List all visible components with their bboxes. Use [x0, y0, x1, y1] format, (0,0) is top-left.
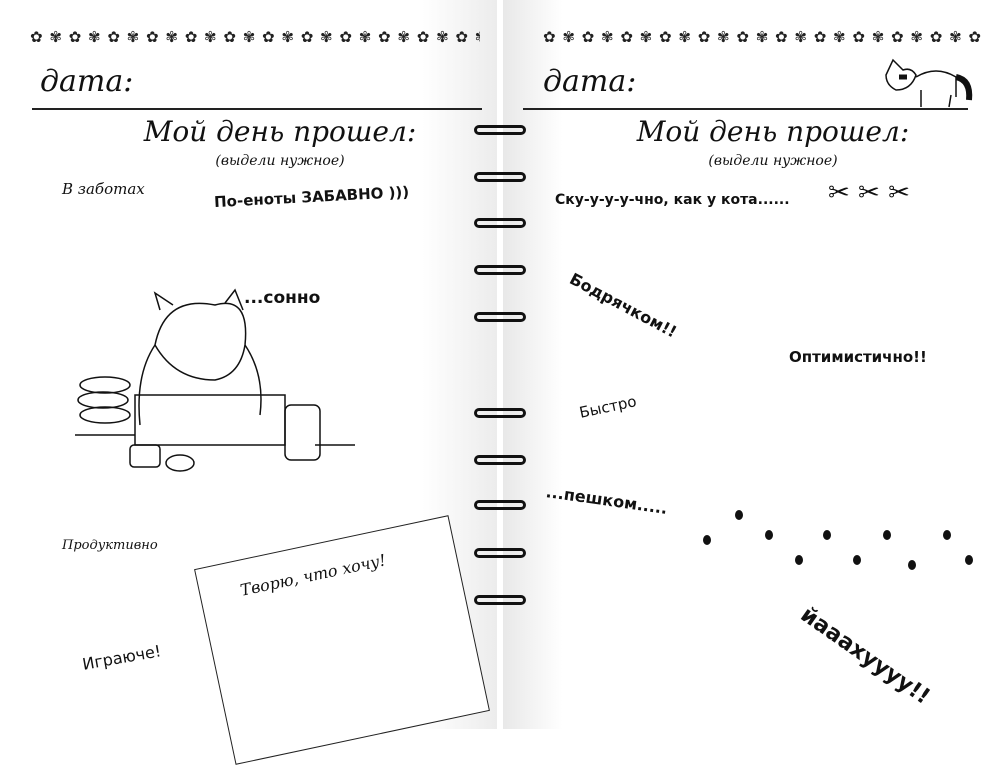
page-title: Мой день прошел: [143, 115, 417, 148]
mood-sleepy: ...сонно [244, 288, 321, 308]
date-line [523, 108, 968, 110]
mood-funny: По-еноты ЗАБАВНО ))) [213, 182, 410, 212]
date-label: дата: [40, 64, 134, 99]
raccoon-icon [885, 58, 973, 108]
page-subtitle: (выдели нужное) [215, 153, 345, 169]
flower-border: ✿ ✾ ✿ ✾ ✿ ✾ ✿ ✾ ✿ ✾ ✿ ✾ ✿ ✾ ✿ ✾ ✿ ✾ ✿ ✾ … [543, 28, 983, 46]
fish-bone-icons: ✂ ✂ ✂ [828, 178, 910, 208]
mood-optimistic: Оптимистично!! [789, 348, 927, 366]
page-subtitle: (выдели нужное) [708, 153, 838, 169]
mood-playful: Играюче! [80, 641, 163, 674]
date-line [32, 108, 482, 110]
mood-fast: Быстро [577, 392, 639, 422]
note-card: Творю, что хочу! [194, 515, 490, 765]
flower-border: ✿ ✾ ✿ ✾ ✿ ✾ ✿ ✾ ✿ ✾ ✿ ✾ ✿ ✾ ✿ ✾ ✿ ✾ ✿ ✾ … [30, 28, 480, 46]
mood-cheerful: Бодрячком!! [566, 269, 680, 342]
mood-creative: Творю, что хочу! [238, 550, 388, 600]
left-page: ✿ ✾ ✿ ✾ ✿ ✾ ✿ ✾ ✿ ✾ ✿ ✾ ✿ ✾ ✿ ✾ ✿ ✾ ✿ ✾ … [0, 0, 497, 765]
mood-walking: ...пешком..... [544, 482, 669, 518]
mood-productive: Продуктивно [62, 538, 158, 553]
mood-busy: В заботах [62, 180, 145, 198]
mood-wow: йааахуууу!! [795, 602, 935, 710]
right-page: ✿ ✾ ✿ ✾ ✿ ✾ ✿ ✾ ✿ ✾ ✿ ✾ ✿ ✾ ✿ ✾ ✿ ✾ ✿ ✾ … [503, 0, 1000, 729]
mood-boring: Ску-у-у-у-чно, как у кота...... [555, 192, 790, 208]
page-title: Мой день прошел: [636, 115, 910, 148]
raccoon-washing-dishes-illustration [75, 288, 355, 472]
date-label: дата: [543, 64, 637, 99]
